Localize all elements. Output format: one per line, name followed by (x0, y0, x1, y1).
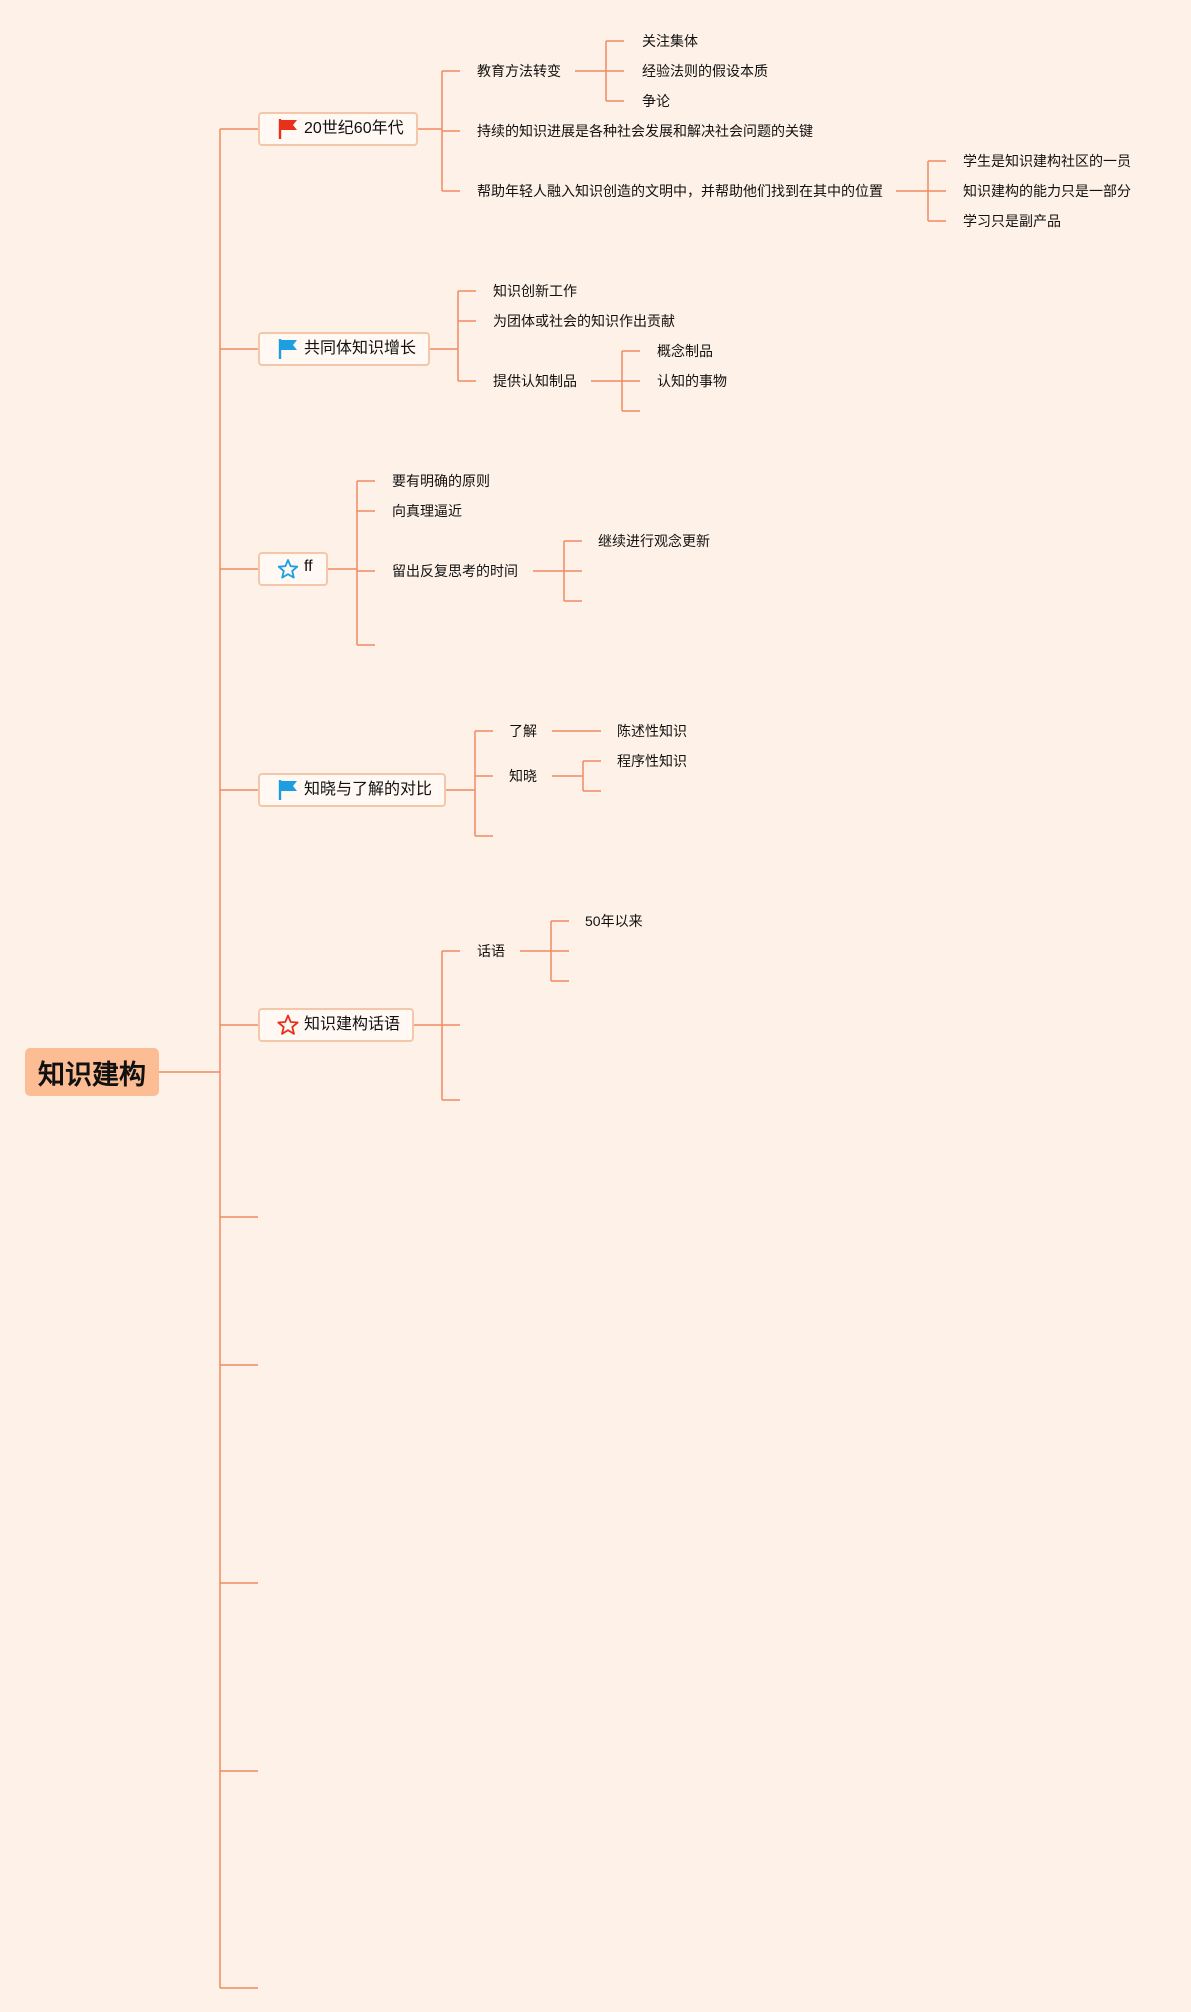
topic-provide-cognitive-artifacts[interactable]: 提供认知制品 (493, 373, 577, 389)
topic-help-youth-join-knowledge-culture[interactable]: 帮助年轻人融入知识创造的文明中，并帮助他们找到在其中的位置 (477, 183, 883, 199)
topic-cognitive-things[interactable]: 认知的事物 (657, 373, 727, 389)
topic-knowledge-innovation-work[interactable]: 知识创新工作 (493, 283, 577, 299)
blue-star-icon (276, 556, 302, 582)
branch-community-knowledge-growth[interactable]: 共同体知识增长 (258, 332, 431, 366)
red-star-icon (276, 1012, 302, 1038)
topic-since-50-years[interactable]: 50年以来 (585, 913, 643, 929)
branch-20th-century-60s[interactable]: 20世纪60年代 (258, 112, 418, 146)
branch-label: 共同体知识增长 (304, 340, 417, 357)
blue-flag-icon (276, 777, 302, 803)
topic-time-for-reflection[interactable]: 留出反复思考的时间 (392, 563, 518, 579)
branch-label: ff (304, 558, 313, 575)
branch-label: 20世纪60年代 (304, 120, 404, 137)
branch-label: 知识建构话语 (304, 1016, 401, 1033)
branch-label: 知晓与了解的对比 (304, 781, 433, 798)
topic-ability-is-only-part[interactable]: 知识建构的能力只是一部分 (963, 183, 1131, 199)
topic-argument[interactable]: 争论 (642, 93, 670, 109)
topic-education-method-shift[interactable]: 教育方法转变 (477, 63, 561, 79)
topic-students-are-community-members[interactable]: 学生是知识建构社区的一员 (963, 153, 1131, 169)
topic-discourse[interactable]: 话语 (477, 943, 505, 959)
topic-declarative-knowledge[interactable]: 陈述性知识 (617, 723, 687, 739)
topic-continue-idea-update[interactable]: 继续进行观念更新 (598, 533, 710, 549)
blue-flag-icon (276, 336, 302, 362)
topic-conceptual-artifacts[interactable]: 概念制品 (657, 343, 713, 359)
branch-ff[interactable]: ff (258, 552, 328, 586)
branch-knowing-vs-understanding[interactable]: 知晓与了解的对比 (258, 773, 447, 807)
topic-procedural-knowledge[interactable]: 程序性知识 (617, 753, 687, 769)
branch-knowledge-building-discourse[interactable]: 知识建构话语 (258, 1008, 415, 1042)
topic-learning-is-byproduct[interactable]: 学习只是副产品 (963, 213, 1061, 229)
topic-heuristics-hypothesis-nature[interactable]: 经验法则的假设本质 (642, 63, 768, 79)
topic-continuous-knowledge-progress[interactable]: 持续的知识进展是各种社会发展和解决社会问题的关键 (477, 123, 813, 139)
topic-contribute-to-knowledge[interactable]: 为团体或社会的知识作出贡献 (493, 313, 675, 329)
topic-understanding[interactable]: 了解 (509, 723, 537, 739)
root-topic[interactable]: 知识建构 (25, 1048, 159, 1096)
topic-knowing[interactable]: 知晓 (509, 768, 537, 784)
topic-focus-collective[interactable]: 关注集体 (642, 33, 698, 49)
topic-clear-principles[interactable]: 要有明确的原则 (392, 473, 490, 489)
red-flag-icon (276, 116, 302, 142)
topic-approach-truth[interactable]: 向真理逼近 (392, 503, 462, 519)
